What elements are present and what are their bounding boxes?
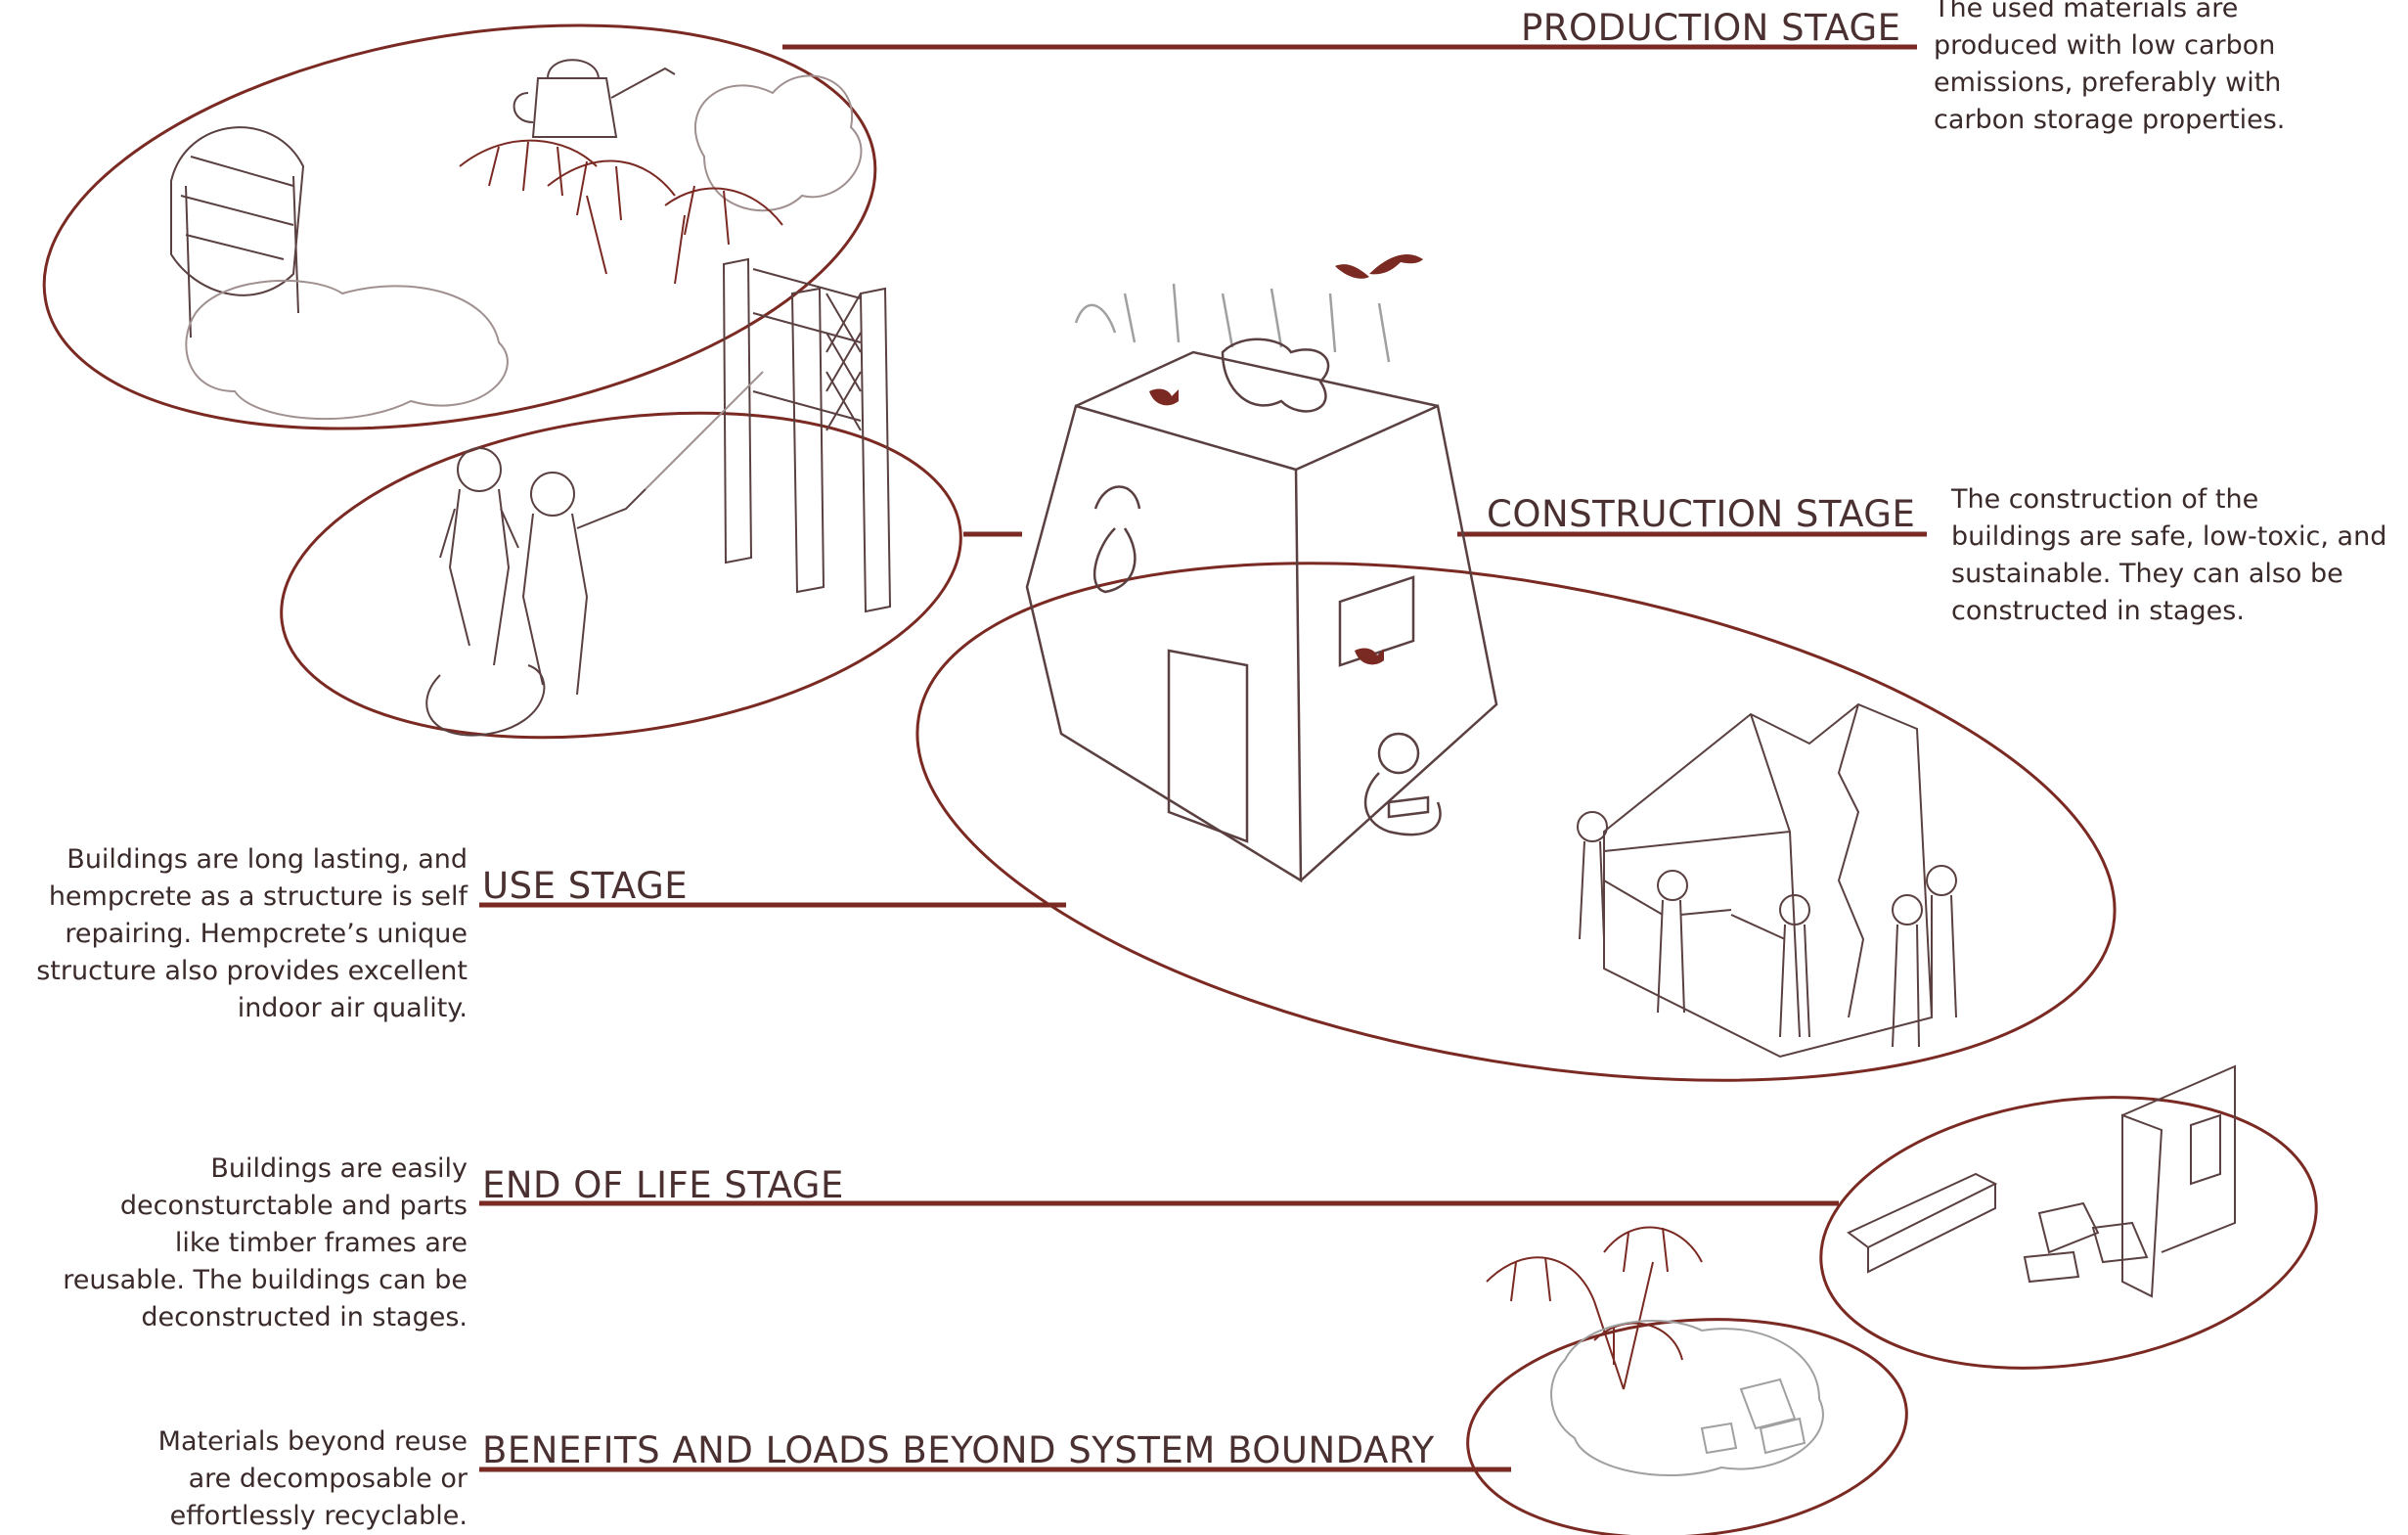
production-ellipse bbox=[42, 23, 877, 430]
end-of-life-stage-description: Buildings are easily deconsturctable and… bbox=[63, 1153, 468, 1332]
beyond-ellipse bbox=[1466, 1318, 1908, 1535]
cement-mixer-sketch bbox=[170, 126, 305, 339]
hempcrete-house-sketch bbox=[1025, 283, 1498, 883]
palm-leaves-sketch bbox=[459, 139, 783, 285]
construction-stage-description: The construction of the buildings are sa… bbox=[1951, 484, 2387, 626]
use-stage-title: USE STAGE bbox=[482, 865, 689, 907]
production-stage-title: PRODUCTION STAGE bbox=[1521, 7, 1901, 49]
end-of-life-stage-title: END OF LIFE STAGE bbox=[482, 1164, 844, 1206]
deconstruction-sketch bbox=[1847, 1064, 2236, 1298]
use-ellipse bbox=[280, 411, 962, 740]
beyond-boundary-stage-description: Materials beyond reuse are decomposable … bbox=[157, 1426, 468, 1531]
watering-can-sketch bbox=[513, 59, 676, 138]
production-stage-description: The used materials are produced with low… bbox=[1934, 0, 2286, 135]
birds-sketch bbox=[1149, 254, 1423, 665]
end-of-life-ellipse bbox=[1819, 1096, 2318, 1370]
beyond-boundary-stage-title: BENEFITS AND LOADS BEYOND SYSTEM BOUNDAR… bbox=[482, 1429, 1435, 1471]
workers-sketch bbox=[425, 371, 764, 737]
regrowth-palm-sketch bbox=[1486, 1226, 1703, 1390]
use-stage-description: Buildings are long lasting, and hempcret… bbox=[36, 844, 468, 1023]
compost-cloud-sketch bbox=[1550, 1320, 1824, 1477]
timber-frame-panel-sketch bbox=[722, 257, 892, 613]
community-build-sketch bbox=[1577, 702, 1957, 1059]
construction-stage-title: CONSTRUCTION STAGE bbox=[1487, 493, 1916, 535]
cloud-sketch bbox=[185, 74, 863, 421]
construction-ellipse bbox=[915, 562, 2117, 1082]
